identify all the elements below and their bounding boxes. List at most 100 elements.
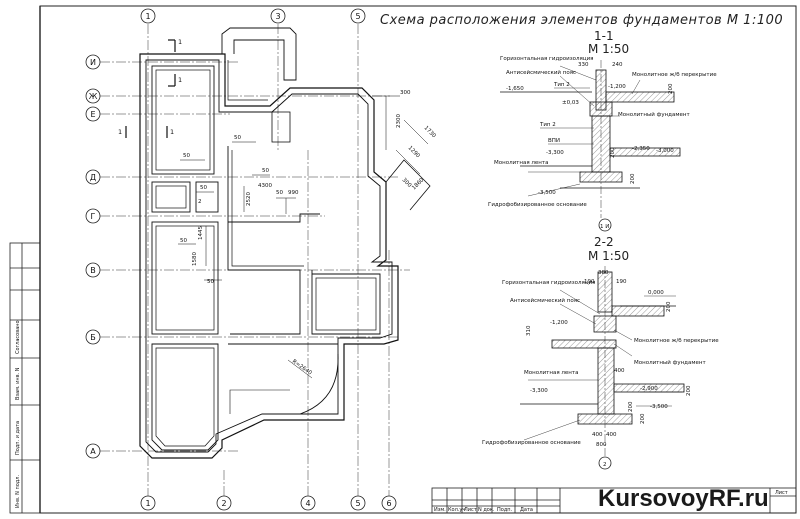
section-2-level-3300: -3,300	[530, 388, 548, 394]
section-2-axis-marker: 2	[603, 462, 607, 468]
dim-50-f: 50	[180, 238, 187, 244]
section-2-level-3500: -3,500	[650, 404, 668, 410]
stamp-soglasovano: Согласовано	[15, 320, 21, 354]
dim-4300: 4300	[258, 183, 272, 189]
section-1-side-200b: 200	[610, 147, 616, 158]
section-2-label-floor: Монолитное ж/б перекрытие	[634, 338, 719, 344]
section-2-dim-200a: 200	[666, 301, 672, 312]
dim-1290: 1290	[407, 145, 421, 159]
axis-bottom-2: 2	[221, 499, 226, 508]
axis-left-d: Д	[90, 173, 96, 182]
section-1-dim-240: 240	[612, 62, 623, 68]
section-2-dim-190a: 190	[584, 279, 595, 285]
section-1-level-3300: -3,300	[546, 150, 564, 156]
dim-300: 300	[400, 90, 411, 96]
section-1-side-200a: 200	[668, 83, 674, 94]
section-2-drawing	[520, 271, 685, 425]
axis-bottom-1: 1	[145, 499, 150, 508]
section-2-dim-800: 800	[596, 442, 607, 448]
dim-2300: 2300	[396, 114, 402, 128]
foundation-plan	[139, 27, 431, 459]
cut-mark-1b: 1	[178, 76, 182, 84]
cut-mark-1a: 1	[178, 38, 182, 46]
section-1-level-1650: -1,650	[506, 86, 524, 92]
section-2-label-antiseismic: Антисейсмический пояс	[510, 297, 580, 304]
section-2-level-0000: 0,000	[648, 290, 664, 296]
section-1-label-floor: Монолитное ж/б перекрытие	[632, 72, 717, 78]
stamp-sheet-label: Лист	[775, 490, 788, 496]
dim-1445: 1445	[198, 226, 204, 240]
section-2-dim-400a: 400	[614, 368, 625, 374]
axis-grid	[100, 24, 410, 496]
section-1-level-3000: -3,000	[656, 148, 674, 154]
section-2-scale: М 1:50	[588, 249, 629, 263]
dim-1730: 1730	[423, 125, 437, 139]
cut-mark-1c: 1	[118, 128, 122, 136]
section-1-axis-bubble	[598, 218, 612, 232]
section-2-title: 2-2	[594, 235, 614, 249]
dim-50-e: 50	[276, 190, 283, 196]
axis-left-i: И	[90, 58, 96, 67]
section-2-dim-400c: 400	[606, 432, 617, 438]
axis-left-g: Г	[91, 212, 96, 221]
stamp-podp: Подп.	[497, 507, 513, 513]
section-1-level-1200: -1,200	[608, 84, 626, 90]
axis-left-zh: Ж	[89, 92, 98, 101]
section-1-label-type2b: Тип 2	[539, 122, 556, 128]
section-1-label-base: Гидрофобизированное основание	[488, 202, 587, 208]
axis-left-v: В	[90, 266, 96, 275]
section-2-level-2900: -2,900	[640, 386, 658, 392]
section-1-label-strip: Монолитная лента	[494, 160, 548, 166]
section-2-leaders	[523, 289, 682, 441]
stamp-vzam-inv: Взам. инв. N	[15, 367, 21, 400]
dim-50-g: 50	[207, 279, 214, 285]
side-stamp	[9, 242, 41, 514]
stamp-n-dok: N док.	[478, 507, 495, 513]
section-2-level-1200: -1,200	[550, 320, 568, 326]
section-1-side-200c: 200	[630, 173, 636, 184]
section-1-level-3500: -3,500	[538, 190, 556, 196]
dim-50-a: 50	[234, 135, 241, 141]
axis-bottom-5: 5	[355, 499, 360, 508]
section-1-dim-330: 330	[578, 62, 589, 68]
axis-top-1: 1	[145, 12, 150, 21]
dim-radius: R=2640	[291, 359, 313, 377]
dim-50-b: 50	[183, 153, 190, 159]
section-1-level-2350: -2,350	[632, 146, 650, 152]
dim-1580: 1580	[192, 252, 198, 266]
section-1-axis-marker: 1 И	[600, 224, 609, 230]
title-block	[431, 487, 797, 514]
dim-2520: 2520	[246, 192, 252, 206]
section-1-label-type2a: Тип 2	[553, 82, 570, 88]
stamp-list: Лист	[464, 507, 477, 513]
dim-50-c: 50	[262, 168, 269, 174]
section-2-axis-bubble	[598, 456, 612, 470]
dim-50-d: 50	[200, 185, 207, 191]
section-1-label-vpi: ВПИ	[548, 138, 560, 144]
watermark-logo: KursovoyRF.ru	[598, 485, 769, 512]
section-1-label-antiseismic: Антисейсмический пояс	[506, 69, 576, 76]
section-1-leaders	[527, 65, 641, 197]
axis-left-b: Б	[90, 333, 96, 342]
dim-2: 2	[198, 199, 202, 205]
cut-mark-1d: 1	[170, 128, 174, 136]
section-2-dim-200b: 200	[640, 413, 646, 424]
stamp-podp-data: Подп. и дата	[15, 421, 21, 455]
axis-left-a: А	[90, 447, 96, 456]
stamp-kol-uch: Кол.уч	[448, 507, 465, 513]
axis-bottom-4: 4	[305, 499, 310, 508]
plan-dim-leaders	[178, 95, 429, 379]
axis-bubbles	[85, 8, 397, 511]
section-2-dim-200d: 200	[686, 385, 692, 396]
cut-markers	[125, 39, 176, 138]
section-2-label-strip: Монолитная лента	[524, 370, 578, 376]
section-2-dim-190b: 190	[616, 279, 627, 285]
axis-top-3: 3	[275, 12, 280, 21]
section-2-dim-380: 380	[598, 270, 609, 276]
stamp-inv-podl: Инв. N подл.	[15, 475, 21, 508]
axis-bottom-6: 6	[386, 499, 391, 508]
section-1-drawing	[500, 69, 681, 189]
section-2-label-foundation: Монолитный фундамент	[634, 359, 706, 366]
section-2-dim-200c: 200	[628, 401, 634, 412]
